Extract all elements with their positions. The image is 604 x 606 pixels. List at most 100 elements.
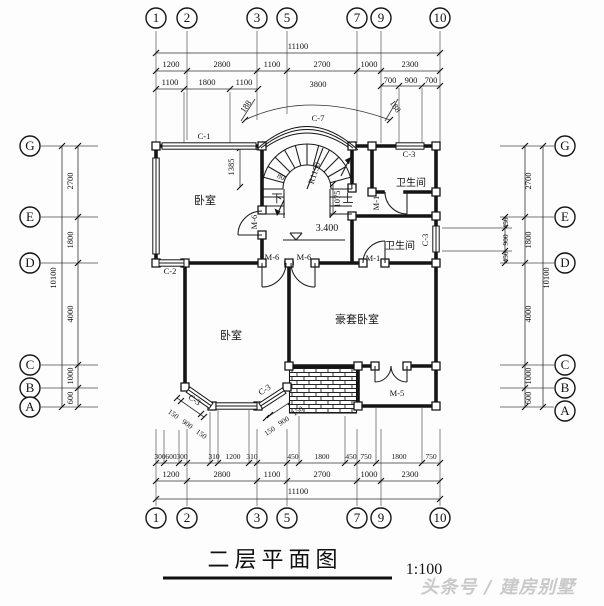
- grid-bubble-label: 9: [378, 10, 385, 25]
- grid-bubble-label: 5: [284, 10, 291, 25]
- grid-bubble-label: E: [26, 209, 34, 224]
- dim-label: 4000: [65, 306, 75, 323]
- dim-label: 1000: [65, 368, 75, 385]
- grid-bubble-label: 3: [254, 510, 261, 525]
- dim-label: 10100: [48, 267, 58, 288]
- grid-bubble-label: D: [560, 255, 569, 270]
- dim-label: 600: [65, 392, 75, 405]
- grid-bubble-label: 7: [354, 510, 361, 525]
- dim-label: 1100: [162, 77, 179, 87]
- door-tag-m5: M-5: [390, 388, 405, 398]
- dim-label: 1000: [523, 368, 533, 385]
- top-dimensions: 11100 1200 2800 1100 2700 1000 2300 1100…: [162, 41, 438, 114]
- dim-label: 2700: [65, 173, 75, 190]
- window-tag-c3-top: C-3: [403, 149, 416, 159]
- grid-bubble-label: 9: [378, 510, 385, 525]
- spiral-stair: [261, 143, 353, 241]
- dim-label: 1200: [163, 469, 180, 479]
- dim-label: 300: [176, 452, 188, 461]
- grid-bubble-label: 2: [184, 10, 191, 25]
- dim-label: 300: [154, 452, 166, 461]
- grid-bubble-label: B: [26, 380, 35, 395]
- drawing-title: 二层平面图: [207, 548, 342, 573]
- drawing-scale: 1:100: [406, 561, 442, 578]
- windows: [152, 126, 440, 410]
- room-label-master: 豪套卧室: [335, 312, 379, 326]
- dim-label: 1075: [332, 191, 342, 208]
- title-block: 二层平面图 1:100 头条号 / 建房别墅: [163, 548, 577, 598]
- grid-bubble-label: 1: [153, 510, 160, 525]
- grid-bubble-label: B: [561, 380, 570, 395]
- room-labels: 卧室 卧室 豪套卧室 卫生间 卫生间: [194, 176, 426, 342]
- dim-label: 1000: [361, 469, 378, 479]
- dim-label: 1200: [163, 59, 180, 69]
- window-tag-c7: C-7: [312, 113, 325, 123]
- grid-bubble-label: 2: [184, 510, 191, 525]
- dim-label: 600: [523, 392, 533, 405]
- dim-label: 600: [165, 452, 177, 461]
- dim-label: 450: [345, 452, 357, 461]
- dim-label: 750: [360, 452, 372, 461]
- dim-label: 900: [180, 417, 195, 431]
- dim-label: 150: [166, 407, 181, 421]
- dim-label: 700: [384, 75, 397, 85]
- dim-label: 1100: [264, 469, 281, 479]
- dim-label: 1000: [361, 59, 378, 69]
- dim-label: 1100: [264, 59, 281, 69]
- window-tag-c3-bay-right: C-3: [256, 382, 272, 397]
- grid-bubble-label: C: [26, 357, 35, 372]
- door-tag-m1-upper: M-1: [371, 196, 381, 211]
- side-dimensions: 10100 2700 1800 4000 1000 600 10100 2700…: [48, 173, 551, 405]
- dim-label: 900: [276, 414, 291, 428]
- room-label-bath-lower: 卫生间: [385, 239, 415, 252]
- bottom-dimensions: 300 600 300 310 1200 310 450 1800 450 75…: [154, 452, 437, 496]
- grid-bubbles-bottom: 1 2 3 5 7 9 10: [145, 507, 451, 529]
- grid-bubbles-top: 1 2 3 5 7 9 10: [145, 7, 451, 29]
- window-tag-c2: C-2: [164, 266, 177, 276]
- dim-label: 11100: [288, 41, 309, 51]
- grid-bubbles-right: G E D C B A: [554, 135, 576, 422]
- grid-bubble-label: G: [25, 138, 34, 153]
- grid-extension-lines: [41, 31, 554, 506]
- grid-bubble-label: E: [561, 209, 569, 224]
- grid-bubble-label: 1: [153, 10, 160, 25]
- dim-label: 10100: [541, 267, 551, 288]
- dim-label: 2800: [214, 469, 231, 479]
- grid-bubbles-left: G E D C B A: [19, 135, 41, 418]
- dim-label: 3800: [310, 79, 327, 89]
- grid-bubble-label: D: [25, 255, 34, 270]
- dim-label: 900: [405, 75, 418, 85]
- dim-label: 1800: [65, 232, 75, 249]
- room-label-bath-upper: 卫生间: [396, 176, 426, 189]
- dim-label: 310: [246, 452, 258, 461]
- stair-bay-arc-window: [255, 126, 359, 151]
- stair-dimensions: 1385 1075 R1150 80 3.400 下 上: [226, 159, 354, 235]
- door-tag-m1-lower: M-1: [366, 253, 381, 263]
- dim-label: 11100: [288, 486, 309, 496]
- dim-label: 188: [238, 98, 254, 114]
- dim-label: 2700: [523, 173, 533, 190]
- door-tag-m6-hall-left: M-6: [265, 252, 280, 262]
- dim-label: 4000: [523, 306, 533, 323]
- dimension-lines: [58, 49, 547, 503]
- window-tag-c3-right: C-3: [420, 234, 430, 247]
- dim-label: 2800: [214, 59, 231, 69]
- dim-label: 150: [262, 424, 277, 438]
- floor-level-label: 3.400: [316, 223, 339, 234]
- terrace-brick-hatch: [288, 367, 358, 414]
- room-label-bedroom-nw: 卧室: [194, 193, 216, 207]
- dim-label: 450: [501, 217, 510, 229]
- room-label-bedroom-sw: 卧室: [220, 328, 242, 342]
- door-tag-m6-hall-right: M-6: [297, 252, 312, 262]
- walls: [154, 144, 438, 409]
- grid-bubble-label: 3: [254, 10, 261, 25]
- bay-window-right: [258, 387, 287, 410]
- bay-window-left: [185, 386, 214, 410]
- grid-bubble-label: 10: [434, 10, 447, 25]
- stair-up-label: 上: [343, 192, 354, 205]
- stair-down-label: 下: [272, 192, 283, 205]
- grid-bubble-label: A: [25, 399, 35, 414]
- grid-bubble-label: 10: [434, 510, 447, 525]
- dim-label: 1800: [523, 232, 533, 249]
